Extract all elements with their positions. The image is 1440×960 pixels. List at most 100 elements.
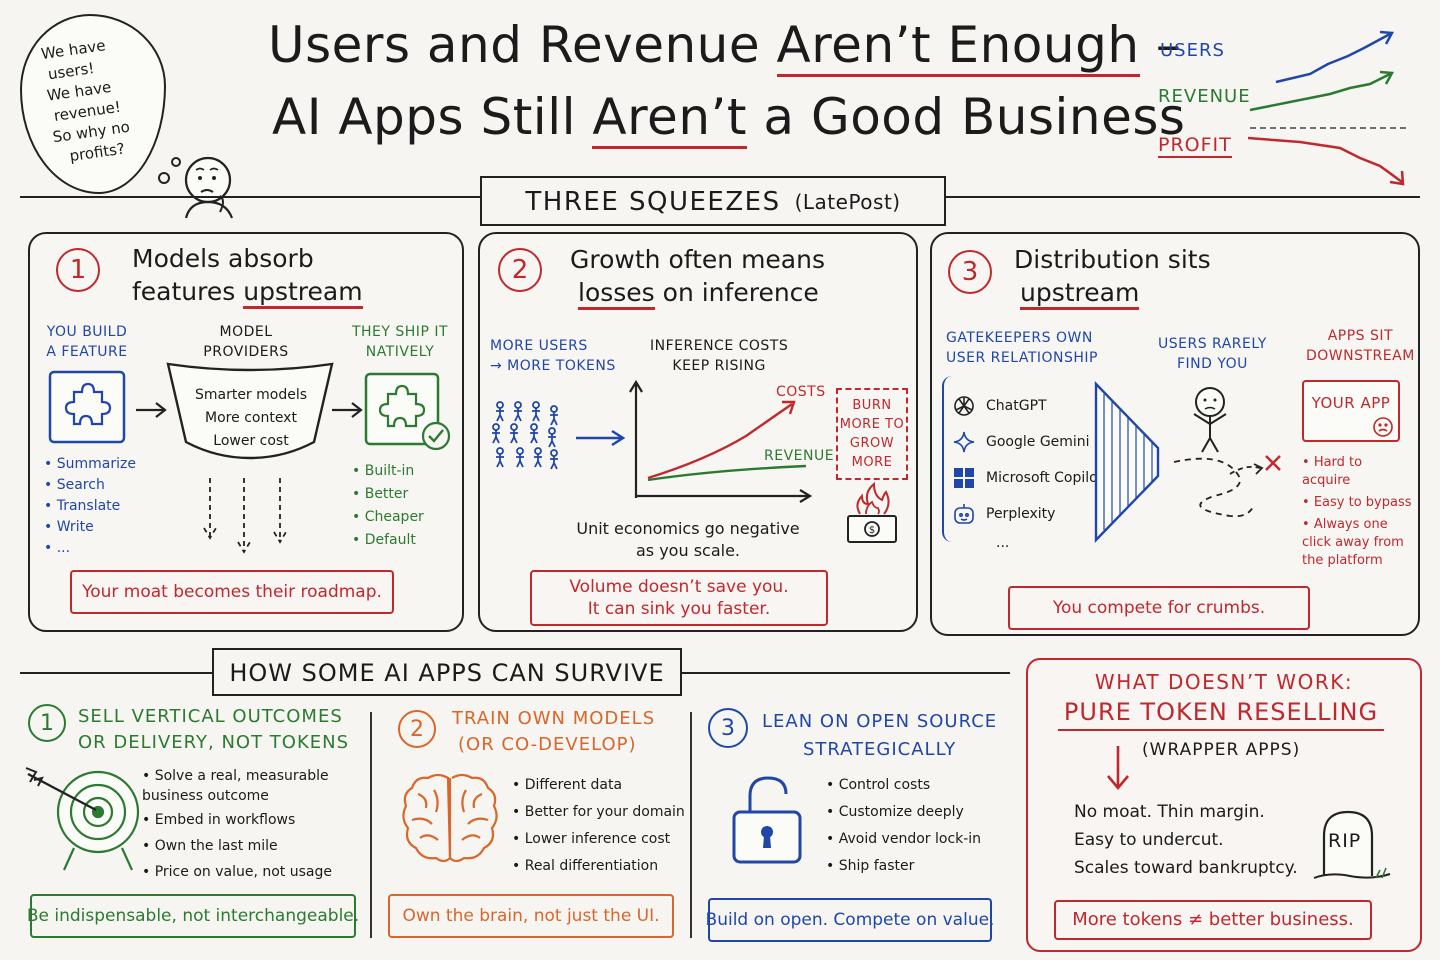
survive-col1-title-line: OR DELIVERY, NOT TOKENS [78,732,350,753]
shipped-item: Built-in [352,460,424,483]
survive-point: Avoid vendor lock-in [826,826,981,853]
survive-col3-title-line: STRATEGICALLY [802,739,957,760]
unlocked-padlock-icon [732,776,802,864]
app-point: Easy to bypass [1302,494,1414,512]
title-text: AI Apps Still [272,88,593,146]
funnel-line: Lower cost [213,433,289,449]
title-text: a Good Business [747,88,1186,146]
survive-col3-callout: Build on open. Compete on value. [706,898,994,942]
survive-point: Real differentiation [512,853,685,880]
model-providers-line: PROVIDERS [203,344,289,360]
squeeze-panel-2 [478,232,918,632]
platform-name: ChatGPT [986,398,1047,414]
survive-col3-points: Control costs Customize deeply Avoid ven… [826,772,981,880]
survive-col2-title-line: TRAIN OWN MODELS [452,708,656,729]
survive-point: Price on value, not usage [142,862,352,882]
survive-point: Solve a real, measurable business outcom… [142,766,352,806]
app-point: Always one click away from the platform [1302,516,1414,570]
gatekeepers-label: GATEKEEPERS OWN USER RELATIONSHIP [946,328,1098,368]
panel1-title-line1: Models absorb [132,244,314,273]
doesnt-work-line: Easy to undercut. [1074,830,1224,850]
survive-number-2: 2 [398,710,436,748]
gatekeepers-line: GATEKEEPERS OWN [946,330,1093,346]
robot-face-icon [954,504,974,524]
wrapper-apps-label: (WRAPPER APPS) [1142,740,1301,760]
inference-costs-line: INFERENCE COSTS [650,338,789,354]
burn-line: MORE [851,455,893,470]
squeezes-header-source: (LatePost) [794,190,901,214]
confused-user-path-icon [1173,387,1281,518]
platform-name: Microsoft Copilot [986,470,1104,486]
target-arrow-icon [25,767,140,871]
app-points-list: Hard to acquire Easy to bypass Always on… [1302,454,1414,570]
more-users-label: MORE USERS → MORE TOKENS [490,336,616,376]
microsoft-logo-icon [954,468,974,488]
doesnt-work-line: No moat. Thin margin. [1074,802,1265,822]
doesnt-work-title: WHAT DOESN’T WORK: [1094,670,1354,694]
distribution-funnel-icon [1094,381,1160,543]
platform-chatgpt: ChatGPT [952,388,1103,424]
rip-text: RIP [1328,830,1362,852]
panel3-title-underlined: upstream [1020,278,1140,310]
feature-item: Translate [44,496,136,517]
shipped-list: Built-in Better Cheaper Default [352,460,424,552]
feature-item: ... [44,538,136,559]
model-providers-label: MODEL PROVIDERS [196,322,296,362]
platform-perplexity: Perplexity [952,496,1103,532]
title-text: Users and Revenue [268,16,777,74]
doesnt-work-line: Scales toward bankruptcy. [1074,858,1298,878]
column-divider [690,712,692,938]
burn-line: BURN [852,398,892,413]
inference-costs-label: INFERENCE COSTS KEEP RISING [650,336,788,376]
survive-point: Different data [512,772,685,799]
survive-col2-points: Different data Better for your domain Lo… [512,772,685,880]
panel2-callout: Volume doesn’t save you. It can sink you… [530,570,828,626]
users-rarely-line: FIND YOU [1176,356,1248,372]
model-providers-line: MODEL [219,324,273,340]
survive-col1-title: SELL VERTICAL OUTCOMES OR DELIVERY, NOT … [78,704,349,756]
survive-point: Embed in workflows [142,810,352,830]
doesnt-work-callout: More tokens ≠ better business. [1054,900,1372,940]
model-funnel-icon [166,362,334,554]
chatgpt-icon [954,396,974,416]
platform-name: Google Gemini [986,434,1090,450]
platform-gemini: Google Gemini [952,424,1103,460]
survive-point: Better for your domain [512,799,685,826]
your-app-box: YOUR APP [1302,380,1400,442]
squeezes-header-text: THREE SQUEEZES [525,187,781,217]
unit-economics-line: as you scale. [635,541,741,560]
survive-point: Customize deeply [826,799,981,826]
survive-number-3: 3 [708,708,748,748]
svg-text:$: $ [869,525,875,536]
column-divider [370,712,372,938]
panel1-title: Models absorb features upstream [132,242,363,309]
arrow-right-icon [136,402,167,418]
panel3-title-line1: Distribution sits [1014,245,1211,274]
panel2-title: Growth often means losses on inference [570,243,825,310]
inference-costs-line: KEEP RISING [672,358,766,374]
panel2-title-line1: Growth often means [570,245,825,274]
they-ship-line: THEY SHIP IT [351,324,449,340]
they-ship-line: NATIVELY [365,344,435,360]
brain-icon [402,773,498,863]
squeezes-header: THREE SQUEEZES (LatePost) [480,176,946,226]
title-line-1: Users and Revenue Aren’t Enough – [268,16,1181,77]
tombstone-icon [1313,810,1391,879]
arrow-down-icon [1107,746,1129,791]
survive-col1-title-line: SELL VERTICAL OUTCOMES [78,706,343,727]
arrow-right-icon [332,402,363,418]
panel2-title-text: on inference [654,278,819,307]
crowd-of-users-icon [492,401,558,470]
survive-point: Control costs [826,772,981,799]
sad-face-icon [1373,417,1393,437]
survive-point: Ship faster [826,853,981,880]
title-underlined: Aren’t [592,88,748,149]
title-underlined: Aren’t Enough [776,16,1140,77]
arrow-right-icon [576,429,626,447]
squeeze-number-2: 2 [498,248,542,292]
app-point: Hard to acquire [1302,454,1414,490]
survive-col3-title: LEAN ON OPEN SOURCE STRATEGICALLY [762,708,997,764]
title-line-2: AI Apps Still Aren’t a Good Business [272,88,1186,149]
survive-header: HOW SOME AI APPS CAN SURVIVE [212,648,682,696]
feature-item: Search [44,475,136,496]
